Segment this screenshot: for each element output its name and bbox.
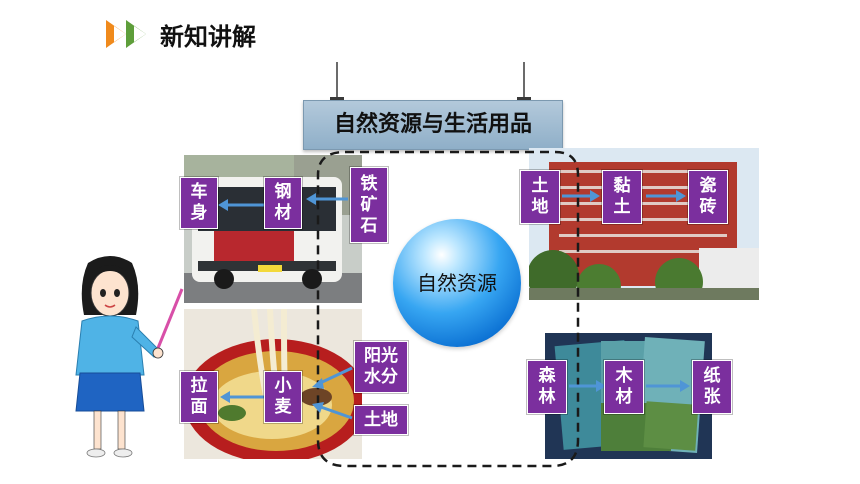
arrow-head (590, 190, 600, 202)
natural-resources-sphere: 自然资源 (393, 219, 521, 347)
pointer-stick-icon (154, 288, 184, 354)
label-steel: 钢 材 (264, 177, 302, 229)
sign-wire-right (523, 62, 525, 102)
page-title: 新知讲解 (160, 23, 256, 51)
sphere-label: 自然资源 (417, 271, 497, 295)
sign-wire-left (336, 62, 338, 102)
arrow-head (312, 378, 324, 389)
label-forest: 森 林 (527, 360, 567, 414)
label-car-body: 车 身 (180, 177, 218, 229)
label-paper: 纸 张 (692, 360, 732, 414)
label-tile: 瓷 砖 (688, 170, 728, 224)
arrow-head (596, 380, 606, 392)
arrow-head (220, 391, 230, 403)
arrow-head (680, 380, 690, 392)
label-noodles: 拉 面 (180, 371, 218, 423)
building-photo (529, 148, 759, 300)
label-iron-ore: 铁 矿 石 (350, 167, 388, 243)
topic-sign-label: 自然资源与生活用品 (333, 112, 532, 137)
arrow-head (312, 402, 324, 413)
label-land-noodle: 土地 (354, 405, 408, 435)
topic-sign: 自然资源与生活用品 (303, 100, 563, 150)
building-illustration (529, 148, 759, 300)
label-wheat: 小 麦 (264, 371, 302, 423)
label-wood: 木 材 (604, 360, 644, 414)
arrow-head (306, 193, 316, 205)
label-clay: 黏 土 (602, 170, 642, 224)
label-land-brick: 土 地 (520, 170, 560, 224)
label-sun-water: 阳光 水分 (354, 341, 408, 393)
arrow-head (676, 190, 686, 202)
arrow-head (218, 199, 228, 211)
teacher-figure (75, 256, 184, 458)
header-chevron-icon (104, 0, 160, 60)
arrow-land-to-wheat (317, 404, 353, 420)
arrow-sun-to-wheat (317, 366, 353, 386)
